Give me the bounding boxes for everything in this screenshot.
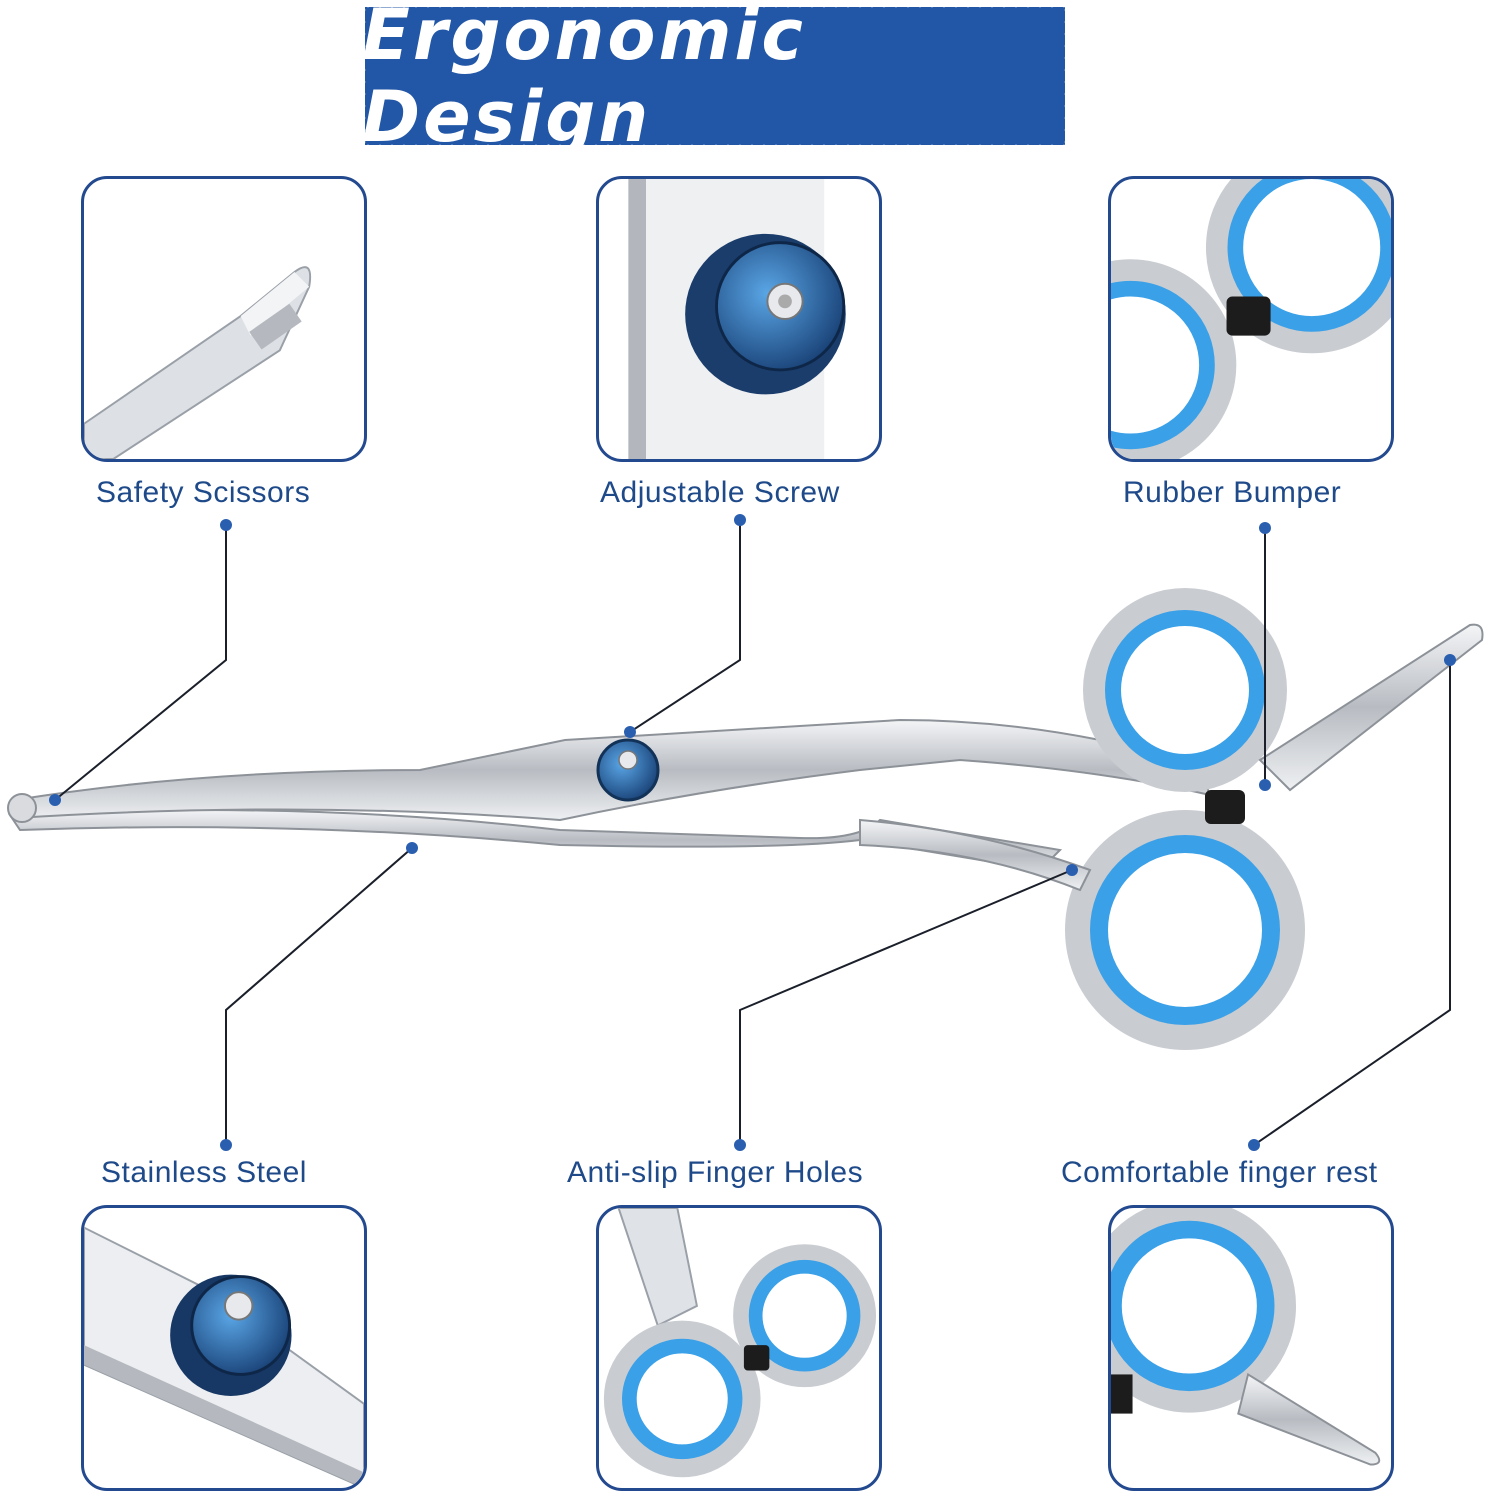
screw: [596, 738, 660, 802]
title-banner: Ergonomic Design: [362, 0, 1068, 158]
upper-finger-ring: [1083, 588, 1287, 792]
panel-anti-slip-finger-holes: [596, 1205, 882, 1491]
safety-tip: [7, 793, 37, 823]
panel-stainless-steel: [81, 1205, 367, 1491]
label-safety-scissors: Safety Scissors: [96, 476, 311, 509]
panel-comfortable-finger-rest: [1108, 1205, 1394, 1491]
panel-safety-scissors: [81, 176, 367, 462]
label-comfortable-finger-rest: Comfortable finger rest: [1061, 1156, 1378, 1189]
label-stainless-steel: Stainless Steel: [101, 1156, 307, 1189]
finger-holes-closeup: [603, 1208, 877, 1478]
label-anti-slip-finger-holes: Anti-slip Finger Holes: [567, 1156, 864, 1189]
safety-tip-closeup: [84, 266, 312, 459]
rubber-bumper-part: [1205, 790, 1245, 824]
bumper-closeup: [1111, 179, 1391, 459]
lower-blade: [8, 809, 1063, 872]
panel-rubber-bumper: [1108, 176, 1394, 462]
label-rubber-bumper: Rubber Bumper: [1123, 476, 1342, 509]
steel-blade-closeup: [84, 1226, 364, 1488]
finger-rest: [1258, 623, 1484, 792]
banner-title: Ergonomic Design: [362, 0, 806, 158]
panel-adjustable-screw: [596, 176, 882, 462]
screw-closeup: [628, 179, 846, 459]
finger-rest-closeup: [1111, 1208, 1381, 1466]
label-adjustable-screw: Adjustable Screw: [600, 476, 840, 509]
lower-finger-ring: [1065, 810, 1305, 1050]
